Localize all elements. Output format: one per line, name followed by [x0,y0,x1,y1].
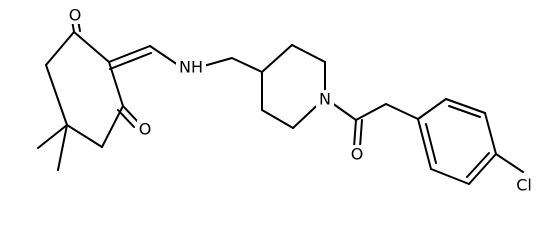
piperidine-ring [261,44,326,129]
atom-labels: O O NH N O Cl [67,6,535,195]
oxygen-label-top: O [69,6,82,25]
molecule-structure: O O NH N O Cl [37,5,535,195]
amide-oxygen-label: O [351,145,364,164]
cyclohexanedione-ring [45,31,124,148]
gem-dimethyl [37,124,68,171]
chlorine-label: Cl [516,176,532,195]
piperidine-nitrogen-label: N [319,90,331,109]
acyl-linker [324,97,419,148]
amine-nh-label: NH [179,58,203,77]
dione-carbonyls [71,19,140,128]
chlorophenyl-ring [417,98,524,185]
oxygen-label-bottom: O [139,120,152,139]
